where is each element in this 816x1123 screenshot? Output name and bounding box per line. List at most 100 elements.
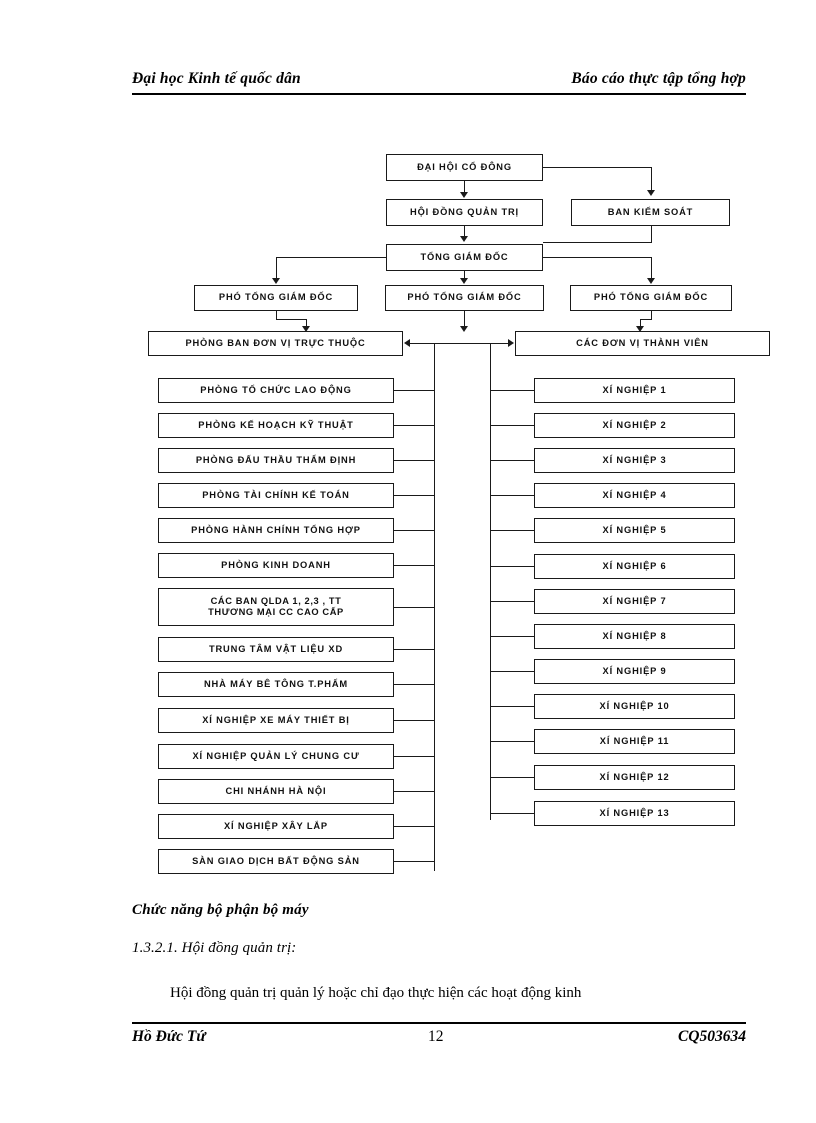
org-node-label: XÍ NGHIỆP 7 — [602, 595, 667, 606]
connector-right-4 — [490, 495, 535, 497]
connector-left-5 — [394, 530, 435, 532]
org-node-label: CÁC ĐƠN VỊ THÀNH VIÊN — [576, 337, 709, 348]
org-node-left-1: PHÒNG TỔ CHỨC LAO ĐỘNG — [158, 378, 394, 403]
org-node-right-7: XÍ NGHIỆP 7 — [534, 589, 735, 614]
header-divider — [132, 93, 746, 95]
org-node-label: XÍ NGHIỆP XE MÁY THIẾT BỊ — [202, 714, 350, 725]
connector-pho3-down — [651, 311, 653, 320]
org-node-right-12: XÍ NGHIỆP 12 — [534, 765, 735, 790]
connector-left-9 — [394, 684, 435, 686]
connector-l1-to-bks-vertical — [651, 167, 653, 194]
org-node-pho-tong-giam-doc-1: PHÓ TỔNG GIÁM ĐỐC — [194, 285, 358, 311]
arrowhead-phong-ban-donvi — [302, 326, 310, 332]
org-node-label: PHÓ TỔNG GIÁM ĐỐC — [407, 292, 522, 303]
org-node-left-11: XÍ NGHIỆP QUẢN LÝ CHUNG CƯ — [158, 744, 394, 769]
header-right-text: Báo cáo thực tập tổng hợp — [571, 70, 746, 87]
org-node-label: PHÒNG ĐẤU THẦU THẨM ĐỊNH — [195, 454, 357, 465]
org-node-pho-tong-giam-doc-2: PHÓ TỔNG GIÁM ĐỐC — [385, 285, 544, 311]
org-node-label: XÍ NGHIỆP 2 — [602, 419, 667, 430]
org-node-pho-tong-giam-doc-3: PHÓ TỔNG GIÁM ĐỐC — [570, 285, 732, 311]
org-node-left-9: NHÀ MÁY BÊ TÔNG T.PHẨM — [158, 672, 394, 697]
org-node-left-5: PHÒNG HÀNH CHÍNH TỔNG HỢP — [158, 518, 394, 543]
arrowhead-pho-tgd-3 — [647, 278, 655, 284]
org-node-label: XÍ NGHIỆP 12 — [599, 771, 670, 782]
arrowhead-hdqt — [460, 192, 468, 198]
org-node-label: XÍ NGHIỆP QUẢN LÝ CHUNG CƯ — [192, 750, 360, 761]
connector-left-4 — [394, 495, 435, 497]
connector-pho3-jog — [640, 319, 652, 321]
org-node-right-10: XÍ NGHIỆP 10 — [534, 694, 735, 719]
arrowhead-pho-tgd-1 — [272, 278, 280, 284]
org-node-label: HỘI ĐỒNG QUẢN TRỊ — [410, 206, 519, 217]
connector-left-3 — [394, 460, 435, 462]
sub-heading: 1.3.2.1. Hội đồng quản trị: — [132, 940, 297, 956]
connector-left-10 — [394, 720, 435, 722]
org-node-left-6: PHÒNG KINH DOANH — [158, 553, 394, 578]
org-node-label: PHÓ TỔNG GIÁM ĐỐC — [218, 292, 334, 303]
org-node-label: SÀN GIAO DỊCH BẤT ĐỘNG SẢN — [192, 855, 360, 866]
connector-right-11 — [490, 741, 535, 743]
connector-left-8 — [394, 649, 435, 651]
right-column-spine — [490, 343, 492, 820]
arrowhead-tong-giam-doc — [460, 236, 468, 242]
connector-left-6 — [394, 565, 435, 567]
org-node-label: TRUNG TÂM VẬT LIỆU XD — [208, 643, 344, 654]
org-node-label: PHÒNG BAN ĐƠN VỊ TRỰC THUỘC — [185, 337, 366, 348]
org-node-dai-hoi-co-dong: ĐẠI HỘI CỔ ĐÔNG — [386, 154, 543, 181]
connector-right-10 — [490, 706, 535, 708]
connector-pho1-into-phongban — [306, 319, 308, 329]
org-node-label: CÁC BAN QLDA 1, 2,3 , TT THƯƠNG MẠI CC C… — [208, 595, 344, 617]
connector-bks-down — [651, 226, 653, 243]
connector-right-1 — [490, 390, 535, 392]
org-node-label: XÍ NGHIỆP 4 — [602, 489, 667, 500]
org-node-right-9: XÍ NGHIỆP 9 — [534, 659, 735, 684]
org-node-label: NHÀ MÁY BÊ TÔNG T.PHẨM — [203, 678, 349, 689]
connector-right-13 — [490, 813, 535, 815]
org-node-hoi-dong-quan-tri: HỘI ĐỒNG QUẢN TRỊ — [386, 199, 543, 226]
org-node-left-10: XÍ NGHIỆP XE MÁY THIẾT BỊ — [158, 708, 394, 733]
connector-tgd-bus-right — [543, 257, 651, 259]
arrowhead-link-to-phongban — [404, 339, 410, 347]
org-node-label: PHÓ TỔNG GIÁM ĐỐC — [593, 292, 709, 303]
org-node-label: CHI NHÁNH HÀ NỘI — [225, 785, 327, 796]
connector-left-12 — [394, 791, 435, 793]
org-node-right-3: XÍ NGHIỆP 3 — [534, 448, 735, 473]
org-node-right-11: XÍ NGHIỆP 11 — [534, 729, 735, 754]
connector-left-11 — [394, 756, 435, 758]
org-node-left-7: CÁC BAN QLDA 1, 2,3 , TT THƯƠNG MẠI CC C… — [158, 588, 394, 626]
connector-pho1-down — [276, 311, 278, 320]
connector-left-7 — [394, 607, 435, 609]
org-node-label: PHÒNG HÀNH CHÍNH TỔNG HỢP — [191, 524, 361, 535]
connector-left-1 — [394, 390, 435, 392]
org-node-label: TỔNG GIÁM ĐỐC — [420, 251, 509, 262]
connector-pho3-into-donvi — [640, 319, 642, 329]
org-node-label: XÍ NGHIỆP 1 — [602, 384, 667, 395]
connector-hdqt-to-tgd — [464, 226, 466, 239]
connector-left-13 — [394, 826, 435, 828]
connector-pho1-jog — [276, 319, 307, 321]
header-left-text: Đại học Kinh tế quốc dân — [132, 70, 301, 87]
arrowhead-pho-tgd-2 — [460, 278, 468, 284]
org-node-label: XÍ NGHIỆP 11 — [599, 735, 670, 746]
org-node-tong-giam-doc: TỔNG GIÁM ĐỐC — [386, 244, 543, 271]
org-node-label: XÍ NGHIỆP 6 — [602, 560, 667, 571]
connector-l1-to-hdqt — [464, 181, 466, 196]
connector-right-2 — [490, 425, 535, 427]
org-node-label: PHÒNG KINH DOANH — [221, 559, 331, 570]
org-node-label: BAN KIỂM SOÁT — [607, 206, 694, 217]
org-node-left-8: TRUNG TÂM VẬT LIỆU XD — [158, 637, 394, 662]
org-node-left-2: PHÒNG KẾ HOẠCH KỸ THUẬT — [158, 413, 394, 438]
connector-left-2 — [394, 425, 435, 427]
org-node-right-6: XÍ NGHIỆP 6 — [534, 554, 735, 579]
org-node-label: XÍ NGHIỆP 8 — [602, 630, 667, 641]
org-node-label: ĐẠI HỘI CỔ ĐÔNG — [417, 161, 512, 172]
org-node-label: PHÒNG TÀI CHÍNH KẾ TOÁN — [202, 489, 350, 500]
connector-tgd-drop-left — [276, 257, 278, 281]
footer-author: Hồ Đức Tứ — [132, 1028, 206, 1045]
connector-right-5 — [490, 530, 535, 532]
org-node-label: XÍ NGHIỆP 5 — [602, 524, 667, 535]
page-header: Đại học Kinh tế quốc dân Báo cáo thực tậ… — [132, 70, 746, 100]
org-node-left-3: PHÒNG ĐẤU THẦU THẨM ĐỊNH — [158, 448, 394, 473]
